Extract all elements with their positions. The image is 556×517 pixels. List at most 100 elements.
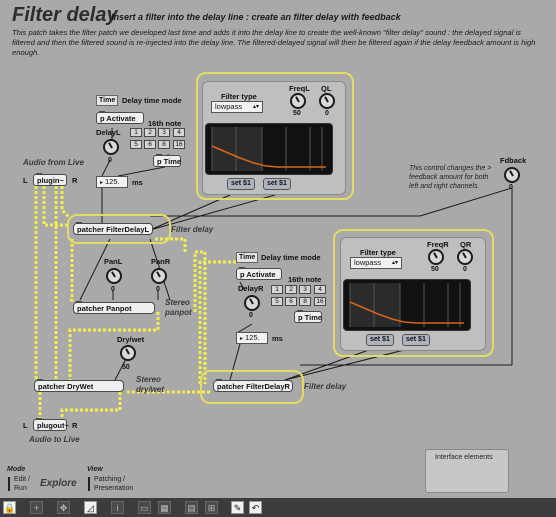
feedback-dial[interactable] [504, 167, 520, 183]
freq-label-right: FreqR [427, 240, 449, 249]
feedback-value: 0 [509, 184, 513, 191]
grid-layout-icon[interactable]: ▦ [158, 501, 171, 514]
grid-cell[interactable]: 1 [130, 128, 142, 137]
output-r-label: R [72, 421, 78, 430]
presentation-icon[interactable]: ▭ [138, 501, 151, 514]
grid-cell[interactable]: 2 [285, 285, 297, 294]
grid-cell[interactable]: 3 [158, 128, 170, 137]
grid-cell[interactable]: 6 [144, 140, 156, 149]
freq-dial-left[interactable] [290, 93, 306, 109]
filter-graph-right[interactable] [343, 279, 471, 331]
ms-number-right[interactable]: 125. [236, 332, 268, 344]
grid-cell[interactable]: 1 [271, 285, 283, 294]
chevron-down-icon: ▴▾ [391, 260, 398, 266]
output-l-label: L [23, 421, 28, 430]
q-dial-right[interactable] [457, 249, 473, 265]
input-r-label: R [72, 176, 78, 185]
patcher-panpot[interactable]: patcher Panpot [73, 301, 155, 314]
explore-label: Explore [40, 478, 77, 489]
time-button-left[interactable]: Time [96, 95, 119, 106]
ms-number-left[interactable]: 125. [96, 176, 128, 188]
description-text: This patch takes the filter patch we dev… [12, 28, 536, 57]
q-value-right: 0 [463, 266, 467, 273]
filter-type-value-right: lowpass [354, 258, 382, 267]
undo-icon[interactable]: ↶ [249, 501, 262, 514]
grid-cell[interactable]: 3 [299, 285, 311, 294]
patching-mode-icon[interactable]: ◿ [84, 501, 97, 514]
sixteenth-label-right: 16th note [288, 275, 322, 284]
q-dial-left[interactable] [319, 93, 335, 109]
delay-dial-left[interactable] [103, 139, 119, 155]
add-object-icon[interactable]: + [30, 501, 43, 514]
patcher-right-highlight [200, 370, 304, 404]
activate-object-right[interactable]: p Activate [236, 267, 282, 280]
sixteenth-grid-left[interactable]: 1 2 3 4 5 6 8 16 [130, 128, 192, 150]
mode-title: Mode [7, 466, 26, 473]
delay-value-right: 0 [249, 312, 253, 319]
filter-right-highlight [333, 229, 494, 357]
sixteenth-grid-right[interactable]: 1 2 3 4 5 6 8 16 [271, 285, 333, 307]
delay-label-right: DelayR [238, 284, 264, 293]
grid-cell[interactable]: 5 [130, 140, 142, 149]
q-label-right: QR [460, 240, 472, 249]
q-value-left: 0 [325, 110, 329, 117]
stereo-drywet-note: Stereo dry/wet [136, 375, 165, 394]
freq-label-left: FreqL [289, 84, 310, 93]
set-button-left-2[interactable]: set $1 [263, 178, 291, 190]
plugin-object[interactable]: plugin~ [33, 173, 67, 186]
patcher-filterdelay-right[interactable]: patcher FilterDelayR [213, 379, 293, 392]
crosshair-icon[interactable]: ✥ [57, 501, 70, 514]
filter-type-value-left: lowpass [215, 102, 243, 111]
info-icon[interactable]: i [111, 501, 124, 514]
filter-type-menu-right[interactable]: lowpass ▴▾ [350, 257, 402, 269]
patcher-drywet[interactable]: patcher DryWet [34, 379, 124, 392]
delay-mode-label-right: Delay time mode [261, 253, 321, 262]
lock-icon[interactable]: 🔒 [3, 501, 16, 514]
delay-dial-right[interactable] [244, 295, 260, 311]
grid-icon[interactable]: ▤ [185, 501, 198, 514]
filter-type-label-left: Filter type [221, 92, 257, 101]
freq-dial-right[interactable] [428, 249, 444, 265]
filter-curve-right [349, 283, 464, 327]
ptime-object-right[interactable]: p Time [294, 310, 322, 323]
panr-value: 0 [156, 286, 160, 293]
feedback-label: Fdback [500, 156, 527, 165]
set-button-right-1[interactable]: set $1 [366, 334, 394, 346]
audio-from-label: Audio from Live [23, 158, 84, 167]
grid-cell[interactable]: 2 [144, 128, 156, 137]
time-button-right[interactable]: Time [236, 252, 259, 263]
grid-cell[interactable]: 16 [314, 297, 326, 306]
ms-label-right: ms [272, 334, 283, 343]
set-button-left-1[interactable]: set $1 [227, 178, 255, 190]
filter-delay-note-left: Filter delay [171, 225, 214, 234]
grid-cell[interactable]: 4 [173, 128, 185, 137]
plugout-object[interactable]: plugout~ [33, 418, 69, 431]
interface-elements-box: Interface elements [425, 449, 509, 493]
chevron-down-icon: ▴▾ [252, 104, 259, 110]
bottom-toolbar: 🔒 + ✥ ◿ i ▭ ▦ ▤ ⊞ ✎ ↶ [0, 498, 556, 517]
grid-cell[interactable]: 8 [299, 297, 311, 306]
drywet-dial[interactable] [120, 345, 136, 361]
filter-left-highlight [196, 72, 354, 200]
edit-pencil-icon[interactable]: ✎ [231, 501, 244, 514]
grid-cell[interactable]: 5 [271, 297, 283, 306]
ptime-object-left[interactable]: p Time [153, 154, 181, 167]
grid-cell[interactable]: 6 [285, 297, 297, 306]
filter-graph-left[interactable] [205, 123, 333, 175]
stereo-panpot-note: Stereo panpot [165, 298, 192, 317]
mode-items: Edit / Run [14, 476, 30, 492]
q-label-left: QL [321, 84, 332, 93]
patcher-filterdelay-left[interactable]: patcher FilterDelayL [73, 222, 153, 235]
set-button-right-2[interactable]: set $1 [402, 334, 430, 346]
grid-cell[interactable]: 4 [314, 285, 326, 294]
grid-cell[interactable]: 16 [173, 140, 185, 149]
down-arrow-icon [8, 477, 10, 491]
view-items: Patching / Presentation [94, 476, 134, 492]
grid-cell[interactable]: 8 [158, 140, 170, 149]
panl-dial[interactable] [106, 268, 122, 284]
filter-type-menu-left[interactable]: lowpass ▴▾ [211, 101, 263, 113]
activate-object-left[interactable]: p Activate [96, 111, 144, 124]
panr-dial[interactable] [151, 268, 167, 284]
snap-grid-icon[interactable]: ⊞ [205, 501, 218, 514]
view-title: View [87, 466, 103, 473]
